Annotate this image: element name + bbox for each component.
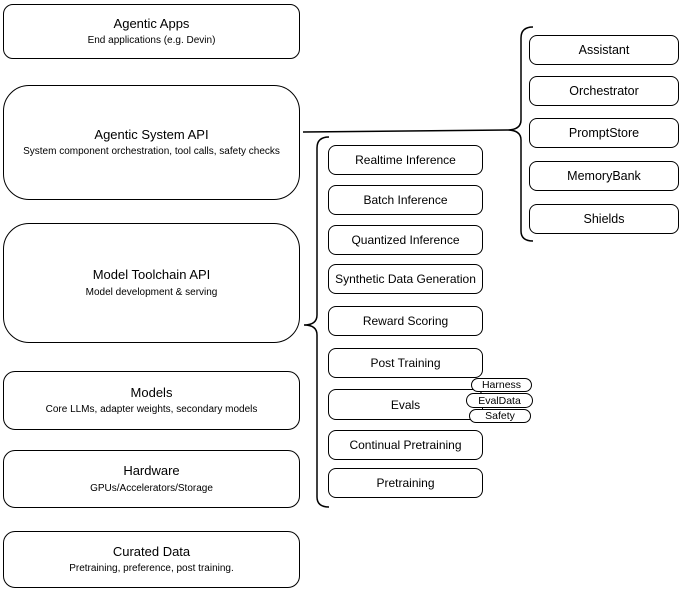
node-label: Orchestrator (569, 84, 639, 98)
node-label: Realtime Inference (355, 153, 456, 167)
system-box-assistant[interactable]: Assistant (529, 35, 679, 65)
box-title: Model Toolchain API (92, 267, 211, 283)
box-agentic-apps[interactable]: Agentic Apps End applications (e.g. Devi… (3, 4, 300, 59)
toolchain-box-quantized-inference[interactable]: Quantized Inference (328, 225, 483, 255)
eval-tag-evaldata[interactable]: EvalData (466, 393, 533, 408)
node-label: Continual Pretraining (349, 438, 462, 452)
box-subtitle: System component orchestration, tool cal… (23, 146, 280, 158)
box-curated-data[interactable]: Curated Data Pretraining, preference, po… (3, 531, 300, 588)
toolchain-box-pretraining[interactable]: Pretraining (328, 468, 483, 498)
box-title: Models (130, 384, 173, 400)
node-label: Reward Scoring (362, 314, 449, 328)
node-label: MemoryBank (567, 169, 641, 183)
box-agentic-system-api[interactable]: Agentic System API System component orch… (3, 85, 300, 200)
toolchain-box-post-training[interactable]: Post Training (328, 348, 483, 378)
eval-tag-harness[interactable]: Harness (471, 378, 532, 392)
box-subtitle: End applications (e.g. Devin) (87, 35, 216, 47)
box-model-toolchain-api[interactable]: Model Toolchain API Model development & … (3, 223, 300, 343)
toolchain-box-batch-inference[interactable]: Batch Inference (328, 185, 483, 215)
node-label: Evals (390, 397, 421, 412)
box-subtitle: GPUs/Accelerators/Storage (90, 482, 213, 494)
system-box-orchestrator[interactable]: Orchestrator (529, 76, 679, 106)
box-subtitle: Core LLMs, adapter weights, secondary mo… (45, 404, 258, 416)
toolchain-group-brace (303, 136, 330, 508)
box-hardware[interactable]: Hardware GPUs/Accelerators/Storage (3, 450, 300, 508)
node-label: Synthetic Data Generation (335, 272, 476, 286)
node-label: Quantized Inference (351, 233, 460, 247)
node-label: Pretraining (376, 476, 435, 490)
eval-tag-safety[interactable]: Safety (469, 409, 531, 423)
toolchain-box-realtime-inference[interactable]: Realtime Inference (328, 145, 483, 175)
box-subtitle: Pretraining, preference, post training. (69, 563, 234, 575)
toolchain-box-evals[interactable]: Evals (328, 389, 483, 420)
node-label: Batch Inference (363, 193, 448, 207)
box-models[interactable]: Models Core LLMs, adapter weights, secon… (3, 371, 300, 430)
node-label: Assistant (578, 43, 630, 57)
system-box-shields[interactable]: Shields (529, 204, 679, 234)
toolchain-box-reward-scoring[interactable]: Reward Scoring (328, 306, 483, 336)
box-title: Agentic Apps (113, 15, 190, 31)
pill-label: Safety (485, 410, 515, 422)
toolchain-box-synthetic-data-generation[interactable]: Synthetic Data Generation (328, 264, 483, 294)
node-label: Post Training (370, 356, 441, 370)
box-title: Curated Data (112, 543, 191, 559)
box-subtitle: Model development & serving (85, 286, 218, 298)
pill-label: Harness (481, 379, 522, 391)
system-box-promptstore[interactable]: PromptStore (529, 118, 679, 148)
box-title: Agentic System API (94, 126, 209, 142)
pill-label: EvalData (478, 394, 521, 407)
toolchain-box-continual-pretraining[interactable]: Continual Pretraining (328, 430, 483, 460)
system-box-memorybank[interactable]: MemoryBank (529, 161, 679, 191)
box-title: Hardware (123, 463, 180, 479)
node-label: Shields (583, 212, 625, 226)
node-label: PromptStore (568, 126, 640, 140)
system-api-connector-line (302, 129, 508, 133)
